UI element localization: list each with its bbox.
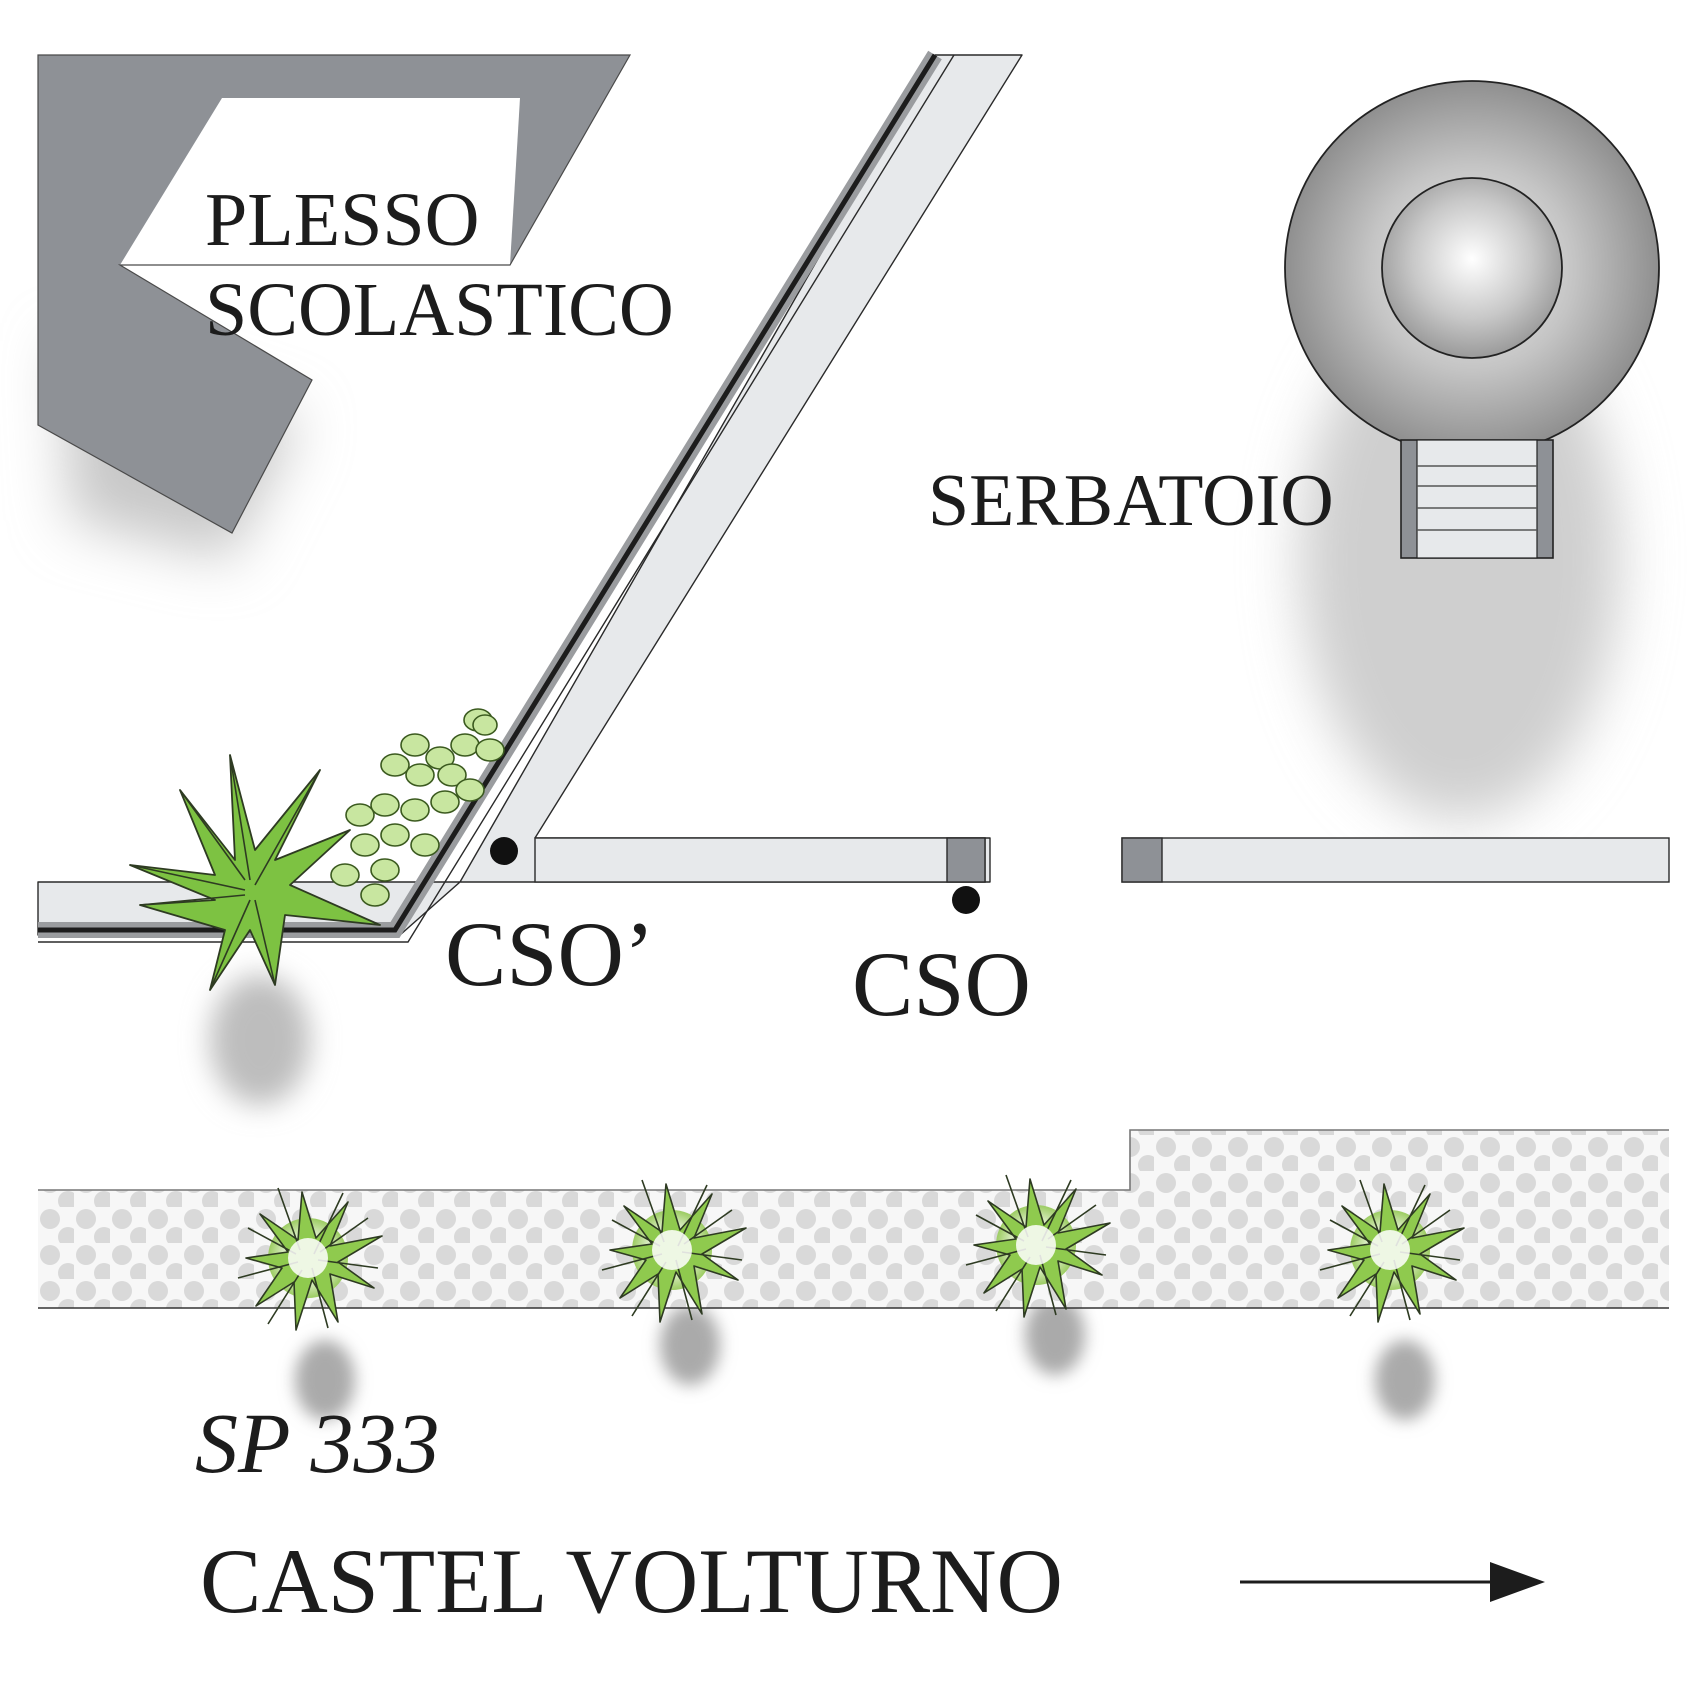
tree-shadow-4 — [1375, 1340, 1435, 1420]
tree-shadow-2 — [660, 1305, 720, 1385]
cso-prime-point — [490, 837, 518, 865]
road-edge-top — [38, 1129, 1669, 1191]
outfall-cap-left — [946, 837, 986, 883]
channel-segment-left — [534, 837, 986, 883]
channel-centerline — [38, 53, 938, 933]
cso-point — [952, 886, 980, 914]
spiky-shrub — [129, 754, 381, 991]
tank-label: SERBATOIO — [928, 460, 1334, 542]
cso-label: CSO — [852, 933, 1031, 1035]
school-courtyard — [120, 98, 520, 265]
channel-edge-inner — [38, 54, 955, 943]
school-building-outline — [37, 54, 632, 534]
road-strip-dots — [38, 1130, 1669, 1308]
tree-shadow-3 — [1025, 1295, 1085, 1375]
school-label-line1: PLESSO — [205, 178, 480, 262]
school-label-line2: SCOLASTICO — [205, 268, 674, 352]
water-tank — [1284, 80, 1660, 456]
direction-label: CASTEL VOLTURNO — [200, 1530, 1063, 1632]
arrow-right-icon — [1240, 1562, 1545, 1602]
cso-prime-label: CSO’ — [445, 903, 655, 1005]
channel-segment-right — [1121, 837, 1670, 883]
road-label: SP 333 — [195, 1395, 439, 1491]
bush-cluster — [330, 708, 505, 907]
tree-shadow-1 — [295, 1340, 355, 1420]
shrub-shadow-1 — [210, 975, 310, 1105]
outfall-cap-right — [1121, 837, 1163, 883]
tank-stairs — [1400, 439, 1554, 559]
